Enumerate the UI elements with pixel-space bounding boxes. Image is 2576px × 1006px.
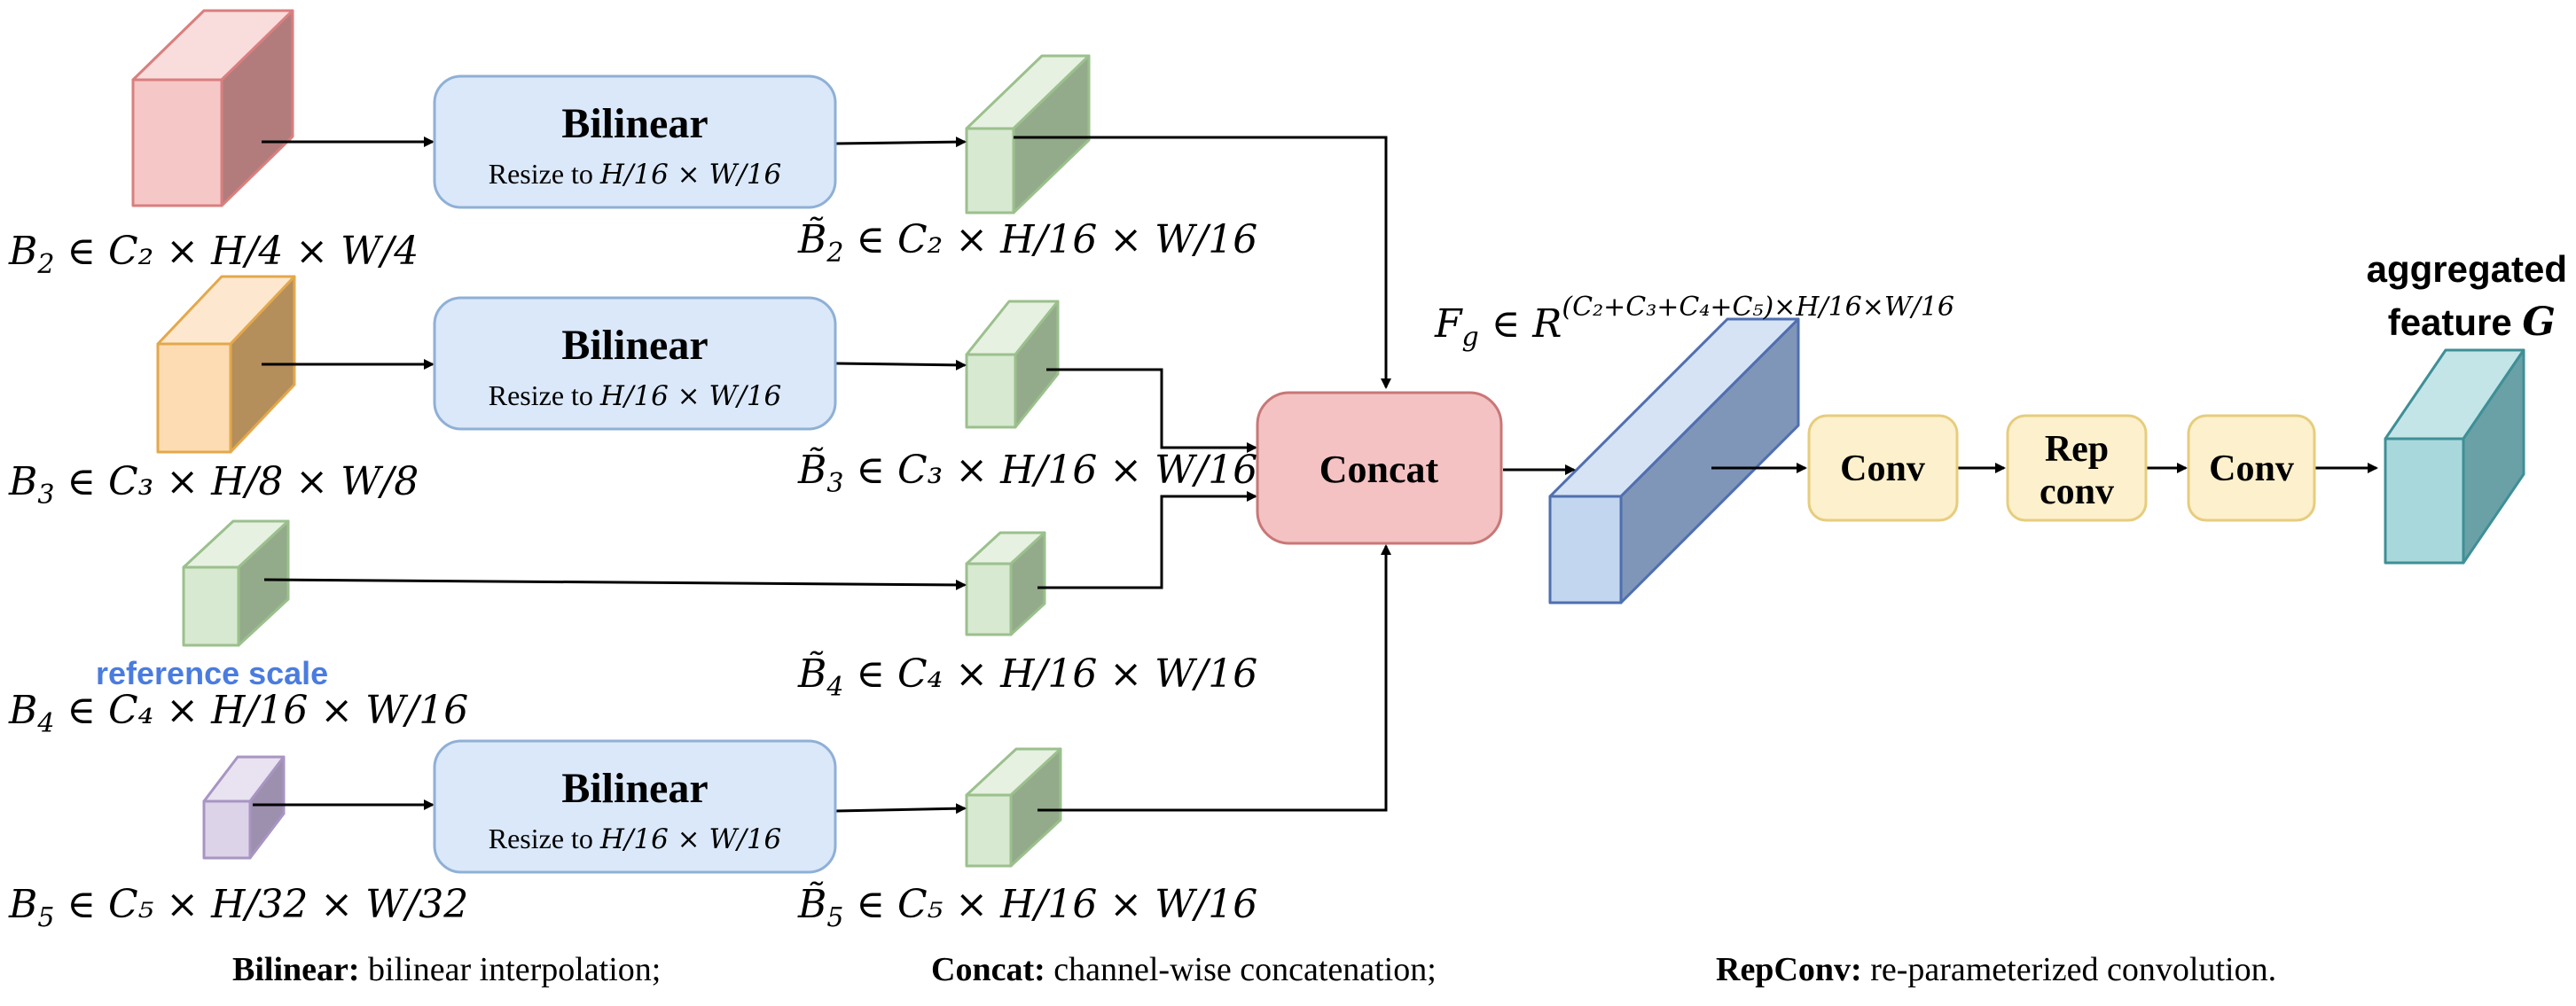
block-b2 bbox=[131, 9, 294, 207]
label-fg: Fg ∈ R(C₂+C₃+C₄+C₅)×H/16×W/16 bbox=[1434, 292, 1954, 353]
block-b4-tilde-front-face bbox=[965, 562, 1013, 636]
bilinear-subtitle: Resize to H/16 × W/16 bbox=[489, 823, 782, 855]
block-b3-front-face bbox=[156, 342, 232, 454]
block-b4-tilde bbox=[965, 531, 1046, 636]
block-fg-front-face bbox=[1548, 495, 1623, 604]
label-b4: B4 ∈ C₄ × H/16 × W/16 bbox=[8, 688, 468, 739]
label-b4-tilde: B̃4 ∈ C₄ × H/16 × W/16 bbox=[797, 650, 1257, 703]
output-label-line2: feature G bbox=[2388, 300, 2556, 345]
conv-block-1: Conv bbox=[1807, 414, 1959, 522]
concat-label: Concat bbox=[1319, 448, 1439, 491]
arrow-b5tilde-to-concat bbox=[1037, 544, 1391, 812]
label-b2-tilde: B̃2 ∈ C₂ × H/16 × W/16 bbox=[797, 215, 1257, 269]
label-b3: B3 ∈ C₃ × H/8 × W/8 bbox=[8, 459, 419, 511]
block-b4 bbox=[182, 519, 290, 647]
arrow-b2tilde-to-concat bbox=[1014, 136, 1391, 389]
block-b5 bbox=[202, 755, 286, 860]
block-b2-tilde-front-face bbox=[965, 127, 1015, 214]
arrow-bilinear2-to-b3tilde bbox=[834, 359, 967, 370]
reference-scale-label: reference scale bbox=[96, 655, 328, 691]
bilinear-subtitle: Resize to H/16 × W/16 bbox=[489, 379, 782, 412]
label-b2: B2 ∈ C₂ × H/4 × W/4 bbox=[8, 229, 419, 280]
flow-arrows bbox=[253, 136, 2378, 815]
block-b3-tilde bbox=[965, 300, 1060, 429]
block-output-front-face bbox=[2384, 437, 2465, 565]
block-fg bbox=[1548, 317, 1800, 604]
conv-block-2: Conv bbox=[2187, 414, 2316, 522]
block-b2-tilde bbox=[965, 54, 1091, 214]
bilinear-block-3: Bilinear Resize to H/16 × W/16 bbox=[433, 739, 837, 874]
bilinear-block-2: Bilinear Resize to H/16 × W/16 bbox=[433, 296, 837, 431]
repconv-label-line2: conv bbox=[2040, 472, 2114, 512]
label-b5: B5 ∈ C₅ × H/32 × W/32 bbox=[8, 882, 468, 933]
legend-repconv: RepConv: re-parameterized convolution. bbox=[1716, 951, 2276, 988]
block-b5-front-face bbox=[202, 799, 252, 860]
bilinear-title: Bilinear bbox=[561, 100, 708, 147]
bilinear-block-1: Bilinear Resize to H/16 × W/16 bbox=[433, 74, 837, 209]
bilinear-title: Bilinear bbox=[561, 765, 708, 812]
label-b3-tilde: B̃3 ∈ C₃ × H/16 × W/16 bbox=[797, 446, 1257, 499]
bilinear-subtitle: Resize to H/16 × W/16 bbox=[489, 158, 782, 191]
repconv-block: Rep conv bbox=[2006, 414, 2148, 522]
arrow-b4-to-b4tilde bbox=[263, 578, 967, 590]
repconv-label-line1: Rep bbox=[2045, 429, 2109, 470]
label-b5-tilde: B̃5 ∈ C₅ × H/16 × W/16 bbox=[797, 880, 1257, 933]
arrow-b4tilde-to-concat bbox=[1037, 491, 1257, 589]
legend-bilinear: Bilinear: bilinear interpolation; bbox=[232, 951, 661, 988]
concat-block: Concat bbox=[1256, 391, 1503, 545]
feature-blocks bbox=[131, 9, 2525, 868]
arrow-bilinear1-to-b2tilde bbox=[834, 136, 967, 148]
legend-concat: Concat: channel-wise concatenation; bbox=[931, 951, 1437, 988]
output-label-line1: aggregated bbox=[2367, 248, 2567, 290]
block-output bbox=[2384, 348, 2525, 565]
conv-label: Conv bbox=[2209, 448, 2294, 489]
block-b2-front-face bbox=[131, 78, 223, 207]
bilinear-title: Bilinear bbox=[561, 322, 708, 369]
arrow-b3tilde-to-concat bbox=[1046, 368, 1257, 453]
block-b4-front-face bbox=[182, 565, 240, 647]
arrow-bilinear3-to-b5tilde bbox=[834, 803, 967, 815]
block-b3-tilde-front-face bbox=[965, 353, 1017, 429]
block-b5-tilde bbox=[965, 747, 1062, 868]
block-b5-tilde-front-face bbox=[965, 793, 1013, 868]
conv-label: Conv bbox=[1840, 448, 1925, 489]
